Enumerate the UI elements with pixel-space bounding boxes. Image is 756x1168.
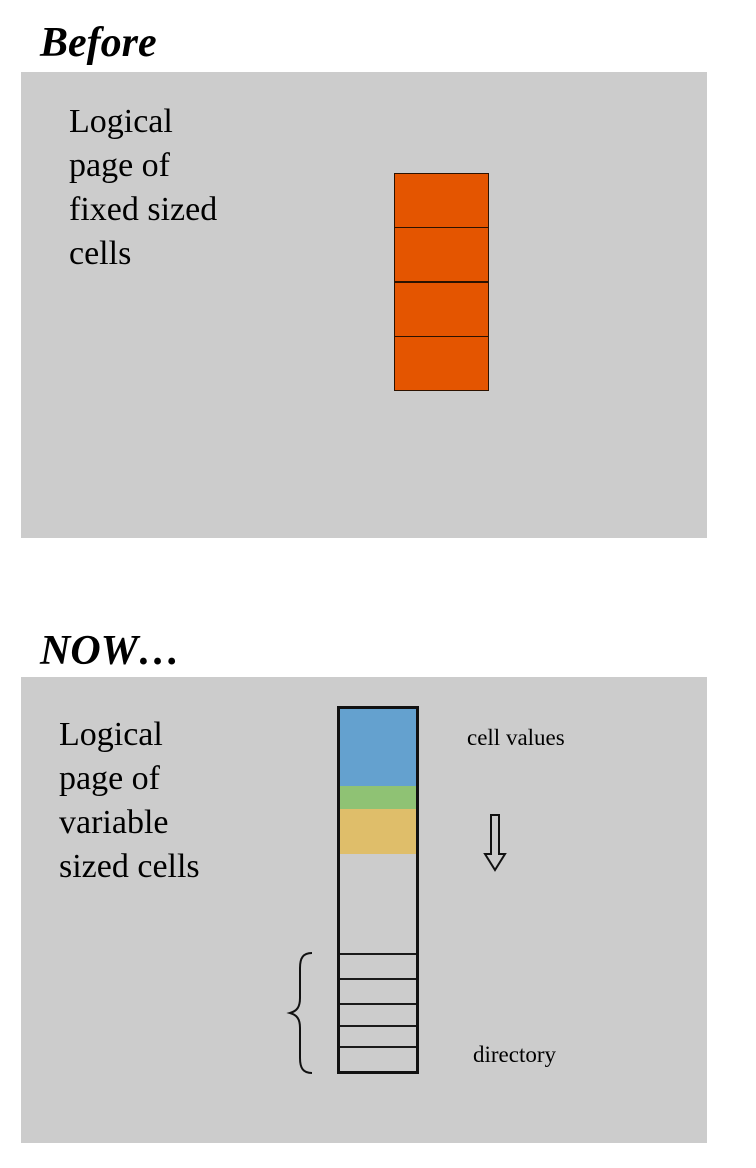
- before-label-line: cells: [69, 235, 132, 272]
- before-label-line: Logical: [69, 103, 173, 140]
- cell-values-label: cell values: [467, 725, 565, 750]
- fixed-cell: [394, 336, 489, 391]
- directory-entry-line: [338, 1025, 418, 1027]
- directory-entry-line: [338, 978, 418, 980]
- directory-entry-line: [338, 953, 418, 955]
- before-label-line: page of: [69, 147, 171, 184]
- cell-value-blue: [338, 707, 418, 786]
- cell-value-green: [338, 786, 418, 809]
- directory-label: directory: [473, 1042, 557, 1067]
- before-panel: [21, 72, 707, 538]
- before-label-line: fixed sized: [69, 191, 218, 228]
- now-label-line: variable: [59, 804, 169, 841]
- now-heading: NOW…: [40, 628, 181, 674]
- now-label-line: sized cells: [59, 848, 200, 885]
- fixed-cell: [394, 227, 489, 282]
- variable-page-border: [337, 706, 419, 1074]
- now-label-line: page of: [59, 760, 161, 797]
- before-page-label: Logical page of fixed sized cells: [69, 100, 217, 276]
- down-arrow-icon: [483, 814, 507, 872]
- fixed-cell: [394, 282, 489, 337]
- directory-entry-line: [338, 1046, 418, 1048]
- before-heading: Before: [40, 20, 157, 66]
- directory-entry-line: [338, 1003, 418, 1005]
- now-page-label: Logical page of variable sized cells: [59, 713, 200, 889]
- fixed-cell: [394, 173, 489, 228]
- curly-brace-icon: [286, 952, 313, 1074]
- cell-value-tan: [338, 809, 418, 854]
- now-label-line: Logical: [59, 716, 163, 753]
